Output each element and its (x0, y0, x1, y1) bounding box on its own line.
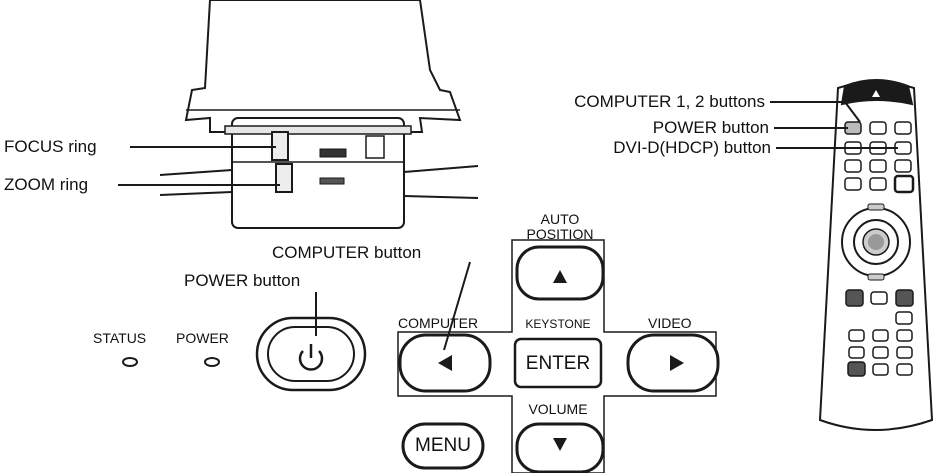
right-arm (403, 165, 479, 199)
power-button-label: POWER button (184, 271, 301, 290)
lens-leader-lines (118, 146, 280, 186)
triangle-down-icon (553, 438, 567, 451)
triangle-up-icon (553, 270, 567, 283)
menu-button (401, 422, 485, 470)
remote-control-illustration (818, 79, 934, 431)
remote-button (895, 311, 913, 325)
projector-body-outline (184, 0, 462, 133)
remote-button-dark (845, 289, 864, 307)
zoom-ring-label: ZOOM ring (4, 175, 89, 194)
remote-button (844, 159, 862, 173)
remote-power-button-label: POWER button (652, 118, 769, 137)
position-label: POSITION (526, 226, 594, 242)
triangle-right-icon (670, 355, 684, 371)
focus-ring-label: FOCUS ring (4, 137, 97, 156)
menu-label: MENU (415, 435, 471, 456)
projector-lens-illustration (159, 0, 479, 229)
zoom-ring-marking (319, 177, 345, 185)
power-led-label: POWER (176, 330, 229, 346)
remote-button (896, 329, 913, 342)
triangle-left-icon (438, 355, 452, 371)
remote-button (869, 159, 887, 173)
remote-button (896, 363, 913, 376)
remote-dpad-up (867, 203, 885, 211)
remote-dvi-button-label: DVI-D(HDCP) button (613, 138, 771, 157)
status-label: STATUS (93, 330, 147, 346)
remote-button (872, 329, 889, 342)
computer-button-leader (443, 261, 471, 351)
volume-label: VOLUME (528, 401, 588, 417)
computer-button-label: COMPUTER button (272, 243, 422, 262)
auto-label: AUTO (540, 211, 580, 227)
remote-button (872, 346, 889, 359)
remote-button (872, 363, 889, 376)
focus-ring-marking (319, 148, 347, 158)
remote-button (844, 177, 862, 191)
remote-button (870, 291, 888, 305)
remote-computer2-button (894, 121, 912, 135)
computer-label: COMPUTER (398, 315, 479, 331)
keystone-label: KEYSTONE (525, 317, 591, 331)
remote-button-dark (847, 361, 866, 377)
left-arm (159, 169, 233, 196)
panel-leader-lines (315, 261, 471, 351)
remote-button (869, 177, 887, 191)
video-label: VIDEO (648, 315, 692, 331)
remote-button-highlighted (893, 174, 915, 194)
enter-label: ENTER (525, 353, 591, 374)
remote-button-dark (895, 289, 914, 307)
remote-laser-indicator-icon (872, 90, 880, 97)
enter-button (513, 337, 603, 389)
lens-side-latch (365, 135, 385, 159)
remote-button (848, 329, 865, 342)
remote-button (896, 346, 913, 359)
power-led (204, 357, 220, 367)
remote-button (848, 346, 865, 359)
remote-computer-leader-bend (844, 101, 861, 123)
lens-housing-rim (224, 125, 412, 135)
remote-dpad-center-dot (868, 234, 884, 250)
remote-computer-buttons-label: COMPUTER 1, 2 buttons (574, 92, 765, 111)
status-led (122, 357, 138, 367)
remote-leader-lines (770, 101, 898, 149)
control-panel-illustration (122, 239, 720, 473)
remote-dpad-down (867, 273, 885, 281)
power-icon (298, 350, 324, 371)
remote-computer1-button (869, 121, 887, 135)
remote-button (894, 159, 912, 173)
zoom-ring-tab (275, 163, 293, 193)
